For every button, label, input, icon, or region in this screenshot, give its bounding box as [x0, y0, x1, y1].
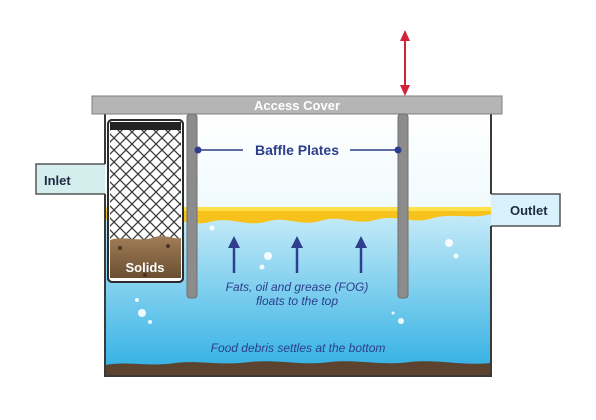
strainer-basket [107, 119, 184, 283]
debris-label: Food debris settles at the bottom [211, 341, 386, 355]
grease-layer [105, 208, 491, 224]
baffle-plates-label: Baffle Plates [255, 142, 339, 158]
fog-label-line2: floats to the top [256, 294, 338, 308]
inlet-label: Inlet [44, 173, 71, 188]
lift-arrow-icon [400, 30, 410, 96]
fog-label-line1: Fats, oil and grease (FOG) [226, 280, 369, 294]
access-cover[interactable] [91, 95, 503, 115]
float-up-arrows-icon [228, 236, 367, 273]
solids-label: Solids [125, 260, 164, 275]
debris-layer [105, 361, 491, 377]
tank-walls [104, 112, 492, 377]
baffle-leader-lines [194, 146, 402, 154]
baffle-plate-right [397, 113, 409, 299]
access-cover-label: Access Cover [254, 98, 340, 113]
baffle-plate-left [186, 113, 198, 299]
outlet-label: Outlet [510, 203, 548, 218]
bubbles-icon [135, 225, 459, 324]
